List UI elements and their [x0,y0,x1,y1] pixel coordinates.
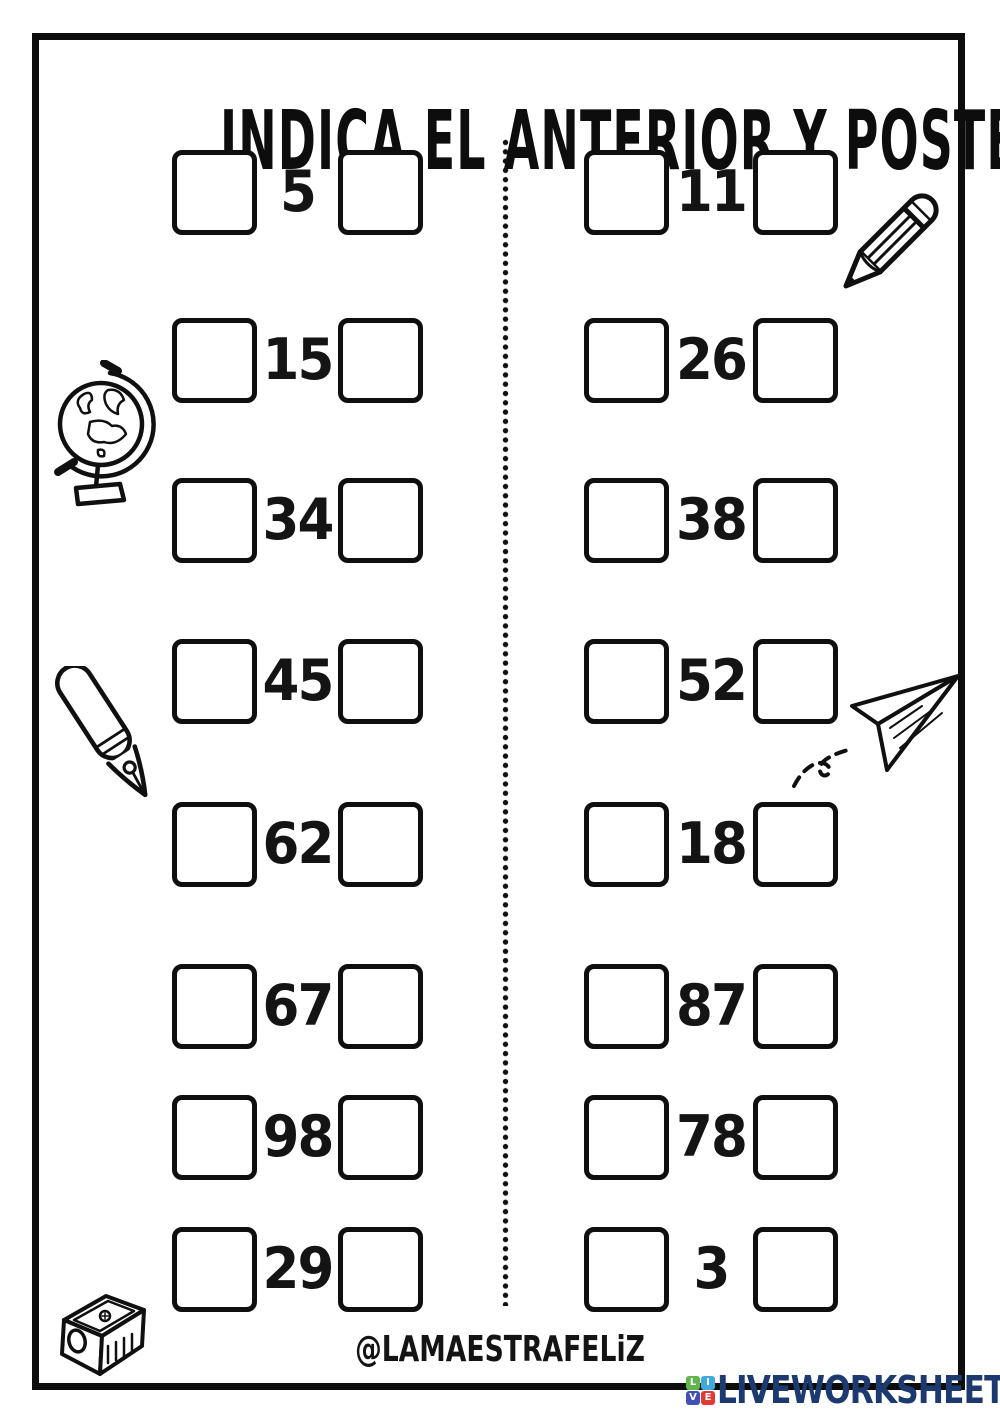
anterior-answer-box[interactable] [172,317,257,403]
logo-square-i: I [701,1375,715,1390]
anterior-answer-box[interactable] [584,963,669,1049]
given-number: 29 [262,1235,334,1302]
exercise-row: 98 [172,1094,423,1180]
left-column: 5 15 34 45 62 67 [172,0,423,1414]
anterior-answer-box[interactable] [172,477,257,563]
anterior-answer-box[interactable] [584,317,669,403]
anterior-answer-box[interactable] [172,801,257,887]
pencil-icon [843,193,939,289]
given-number: 52 [675,647,748,714]
posterior-answer-box[interactable] [753,963,838,1049]
posterior-answer-box[interactable] [338,149,423,235]
exercise-row: 15 [172,317,423,403]
exercise-row: 3 [584,1226,838,1312]
exercise-row: 78 [584,1094,838,1180]
posterior-answer-box[interactable] [753,801,838,887]
posterior-answer-box[interactable] [338,638,423,724]
exercise-row: 38 [584,477,838,563]
given-number: 26 [675,326,748,393]
column-divider-dotted-line [501,138,510,1306]
right-column: 11 26 38 52 18 87 [584,0,838,1414]
given-number: 38 [675,486,748,553]
given-number: 18 [675,810,748,877]
posterior-answer-box[interactable] [338,477,423,563]
given-number: 87 [675,972,748,1039]
anterior-answer-box[interactable] [584,1094,669,1180]
logo-square-v: V [686,1390,700,1405]
paper-plane-icon [792,674,960,788]
anterior-answer-box[interactable] [584,477,669,563]
given-number: 34 [262,486,334,553]
given-number: 62 [262,810,334,877]
given-number: 67 [262,972,334,1039]
posterior-answer-box[interactable] [338,1094,423,1180]
pencil-sharpener-icon [60,1294,146,1376]
anterior-answer-box[interactable] [172,1094,257,1180]
given-number: 3 [693,1235,730,1302]
posterior-answer-box[interactable] [338,963,423,1049]
footer-credit: @LAMAESTRAFELiZ [355,1329,645,1370]
anterior-answer-box[interactable] [172,149,257,235]
exercise-row: 26 [584,317,838,403]
anterior-answer-box[interactable] [172,963,257,1049]
given-number: 45 [262,647,334,714]
posterior-answer-box[interactable] [753,149,838,235]
globe-icon [54,360,156,507]
anterior-answer-box[interactable] [584,801,669,887]
liveworksheets-logo-text: LIVEWORKSHEETS [717,1368,1000,1412]
exercise-row: 29 [172,1226,423,1312]
posterior-answer-box[interactable] [338,1226,423,1312]
page-border [32,33,965,1390]
posterior-answer-box[interactable] [338,801,423,887]
posterior-answer-box[interactable] [338,317,423,403]
exercise-row: 52 [584,638,838,724]
exercise-row: 11 [584,149,838,235]
exercise-row: 62 [172,801,423,887]
posterior-answer-box[interactable] [753,638,838,724]
posterior-answer-box[interactable] [753,477,838,563]
given-number: 78 [675,1103,748,1170]
anterior-answer-box[interactable] [584,1226,669,1312]
given-number: 5 [279,158,317,225]
anterior-answer-box[interactable] [584,149,669,235]
anterior-answer-box[interactable] [172,638,257,724]
posterior-answer-box[interactable] [753,317,838,403]
given-number: 11 [675,158,748,225]
exercise-row: 34 [172,477,423,563]
exercise-row: 5 [172,149,423,235]
given-number: 98 [262,1103,334,1170]
logo-square-l: L [686,1375,700,1390]
exercise-row: 18 [584,801,838,887]
fountain-pen-icon [55,666,148,798]
posterior-answer-box[interactable] [753,1094,838,1180]
anterior-answer-box[interactable] [172,1226,257,1312]
given-number: 15 [262,326,334,393]
anterior-answer-box[interactable] [584,638,669,724]
posterior-answer-box[interactable] [753,1226,838,1312]
logo-square-e: E [701,1390,715,1405]
exercise-row: 67 [172,963,423,1049]
exercise-row: 87 [584,963,838,1049]
exercise-row: 45 [172,638,423,724]
